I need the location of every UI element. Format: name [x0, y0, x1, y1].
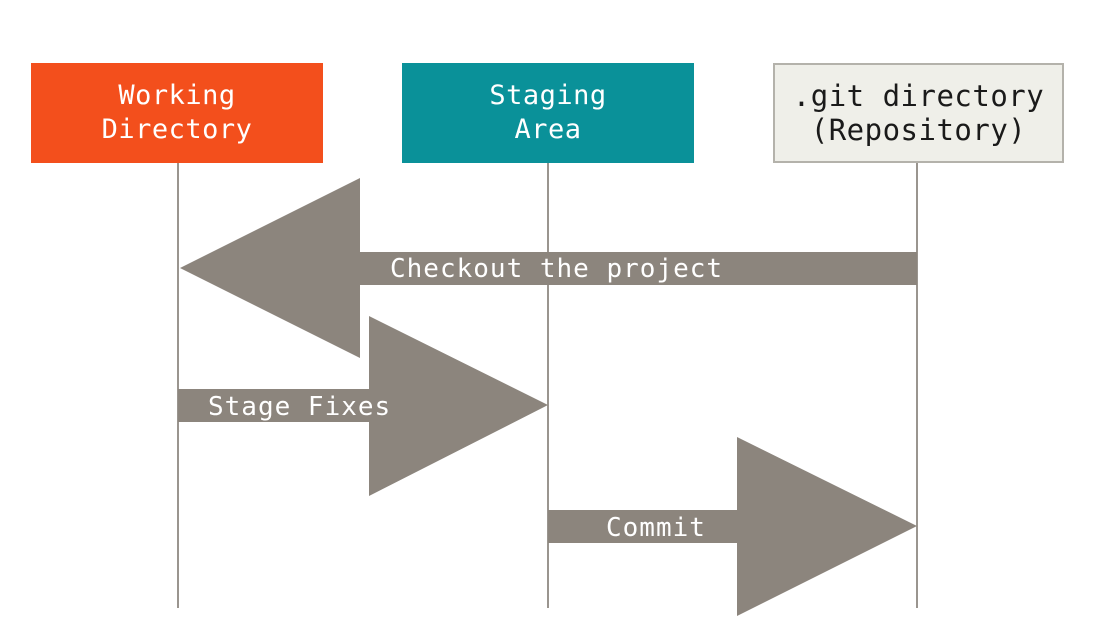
repository-label-line2: (Repository) [810, 113, 1027, 147]
checkout-arrow [180, 178, 917, 358]
staging-area-label-line2: Area [514, 114, 582, 145]
checkout-arrow-label: Checkout the project [390, 254, 724, 284]
stage-fixes-arrow [178, 316, 548, 496]
commit-arrow [548, 437, 917, 616]
staging-area-box: Staging Area [402, 63, 694, 163]
repository-box: .git directory (Repository) [773, 63, 1064, 163]
commit-arrow-label: Commit [606, 513, 706, 543]
working-directory-box: Working Directory [31, 63, 323, 163]
working-directory-label-line1: Working [118, 80, 236, 111]
stage-fixes-arrow-label: Stage Fixes [208, 392, 392, 422]
working-directory-label-line2: Directory [101, 114, 253, 145]
staging-area-label-line1: Staging [489, 80, 607, 111]
repository-label-line1: .git directory [792, 79, 1045, 113]
